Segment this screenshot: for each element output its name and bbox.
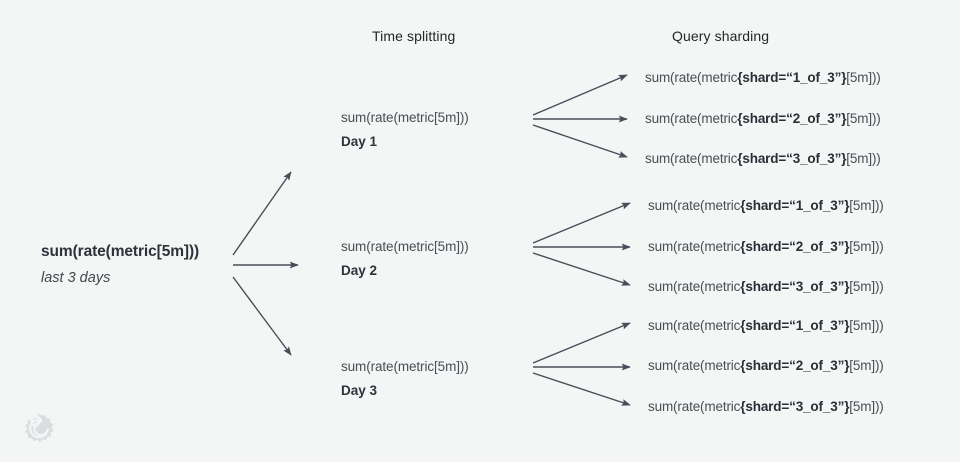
arrow bbox=[532, 74, 628, 116]
shard-selector: {shard=“3_of_3”} bbox=[740, 279, 850, 294]
shard-query-prefix: sum(rate(metric bbox=[645, 151, 738, 166]
shard-query-row: sum(rate(metric{shard=“3_of_3”}[5m])) bbox=[648, 399, 884, 414]
shard-query-prefix: sum(rate(metric bbox=[648, 198, 741, 213]
shard-query-row: sum(rate(metric{shard=“3_of_3”}[5m])) bbox=[648, 279, 884, 294]
day-node: sum(rate(metric[5m])) Day 2 bbox=[341, 239, 469, 278]
day-label: Day 1 bbox=[341, 134, 378, 149]
shard-query-suffix: [5m])) bbox=[849, 239, 884, 254]
arrow bbox=[532, 202, 631, 244]
shard-selector: {shard=“2_of_3”} bbox=[740, 358, 850, 373]
arrow bbox=[532, 124, 628, 158]
shard-query-prefix: sum(rate(metric bbox=[648, 399, 741, 414]
shard-query-row: sum(rate(metric{shard=“3_of_3”}[5m])) bbox=[645, 151, 881, 166]
shard-query-prefix: sum(rate(metric bbox=[648, 318, 741, 333]
day-query-text: sum(rate(metric[5m])) bbox=[341, 110, 469, 125]
shard-query-suffix: [5m])) bbox=[849, 198, 884, 213]
shard-selector: {shard=“1_of_3”} bbox=[740, 198, 850, 213]
day-node: sum(rate(metric[5m])) Day 3 bbox=[341, 359, 469, 398]
column-header-time-splitting: Time splitting bbox=[372, 28, 456, 44]
root-query-text: sum(rate(metric[5m])) bbox=[41, 243, 200, 260]
grafana-logo-icon bbox=[25, 413, 54, 442]
shard-selector: {shard=“1_of_3”} bbox=[740, 318, 850, 333]
arrow bbox=[232, 276, 292, 356]
root-query-timerange: last 3 days bbox=[41, 270, 111, 286]
shard-query-prefix: sum(rate(metric bbox=[645, 70, 738, 85]
shard-query-row: sum(rate(metric{shard=“1_of_3”}[5m])) bbox=[648, 198, 884, 213]
column-header-query-sharding: Query sharding bbox=[672, 28, 770, 44]
day-node: sum(rate(metric[5m])) Day 1 bbox=[341, 110, 469, 149]
day-query-text: sum(rate(metric[5m])) bbox=[341, 239, 469, 254]
shard-query-suffix: [5m])) bbox=[846, 70, 881, 85]
arrow bbox=[532, 322, 631, 364]
shard-query-suffix: [5m])) bbox=[849, 318, 884, 333]
shard-query-prefix: sum(rate(metric bbox=[645, 111, 738, 126]
shard-query-row: sum(rate(metric{shard=“1_of_3”}[5m])) bbox=[645, 70, 881, 85]
shard-query-suffix: [5m])) bbox=[846, 111, 881, 126]
arrow bbox=[232, 171, 292, 256]
shard-query-row: sum(rate(metric{shard=“2_of_3”}[5m])) bbox=[645, 111, 881, 126]
shard-query-row: sum(rate(metric{shard=“2_of_3”}[5m])) bbox=[648, 239, 884, 254]
day-query-text: sum(rate(metric[5m])) bbox=[341, 359, 469, 374]
day-label: Day 2 bbox=[341, 263, 378, 278]
shard-query-prefix: sum(rate(metric bbox=[648, 279, 741, 294]
shard-query-prefix: sum(rate(metric bbox=[648, 239, 741, 254]
shard-query-suffix: [5m])) bbox=[849, 279, 884, 294]
shard-query-row: sum(rate(metric{shard=“1_of_3”}[5m])) bbox=[648, 318, 884, 333]
shard-selector: {shard=“2_of_3”} bbox=[737, 111, 847, 126]
root-query-node: sum(rate(metric[5m])) last 3 days bbox=[41, 243, 199, 286]
shard-arrows bbox=[532, 74, 631, 406]
shard-query-suffix: [5m])) bbox=[849, 399, 884, 414]
day-label: Day 3 bbox=[341, 383, 378, 398]
arrow bbox=[532, 252, 631, 286]
shard-query-suffix: [5m])) bbox=[849, 358, 884, 373]
shard-selector: {shard=“1_of_3”} bbox=[737, 70, 847, 85]
shard-selector: {shard=“3_of_3”} bbox=[737, 151, 847, 166]
shard-selector: {shard=“3_of_3”} bbox=[740, 399, 850, 414]
shard-query-row: sum(rate(metric{shard=“2_of_3”}[5m])) bbox=[648, 358, 884, 373]
shard-selector: {shard=“2_of_3”} bbox=[740, 239, 850, 254]
arrow bbox=[532, 372, 631, 406]
shard-query-prefix: sum(rate(metric bbox=[648, 358, 741, 373]
shard-query-suffix: [5m])) bbox=[846, 151, 881, 166]
split-arrows bbox=[232, 171, 299, 356]
